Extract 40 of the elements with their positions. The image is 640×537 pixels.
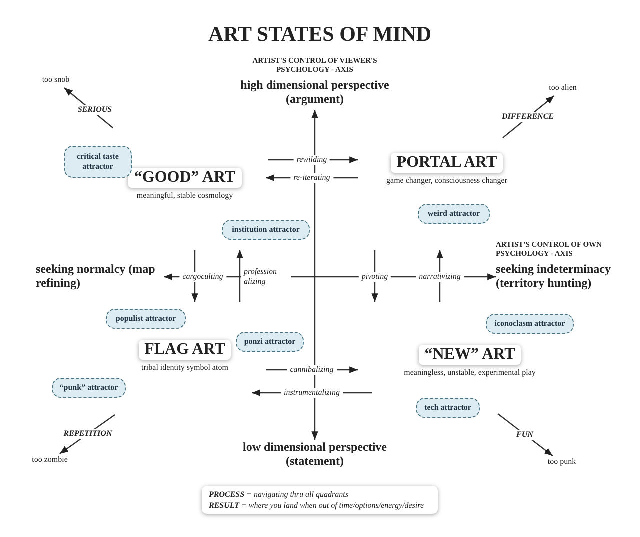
axis-arrow: [312, 110, 318, 440]
attractor-cloud: tech attractor: [416, 398, 480, 418]
edge-label: REPETITION: [60, 429, 116, 439]
quadrant-title: PORTAL ART: [390, 153, 504, 173]
attractor-cloud: weird attractor: [418, 204, 490, 224]
attractor-cloud: populist attractor: [106, 309, 186, 329]
extreme-label: too punk: [540, 456, 584, 470]
quadrant-description: game changer, consciousness changer: [386, 176, 508, 186]
attractor-cloud: “punk” attractor: [52, 378, 126, 398]
note-text: PROCESS = navigating thru all quadrants: [209, 489, 350, 500]
quadrant-description: meaningful, stable cosmology: [136, 191, 234, 201]
process-label: profession alizing: [241, 267, 291, 287]
axis-end-label: seeking normalcy (map refining): [36, 262, 156, 290]
process-label: narrativizing: [416, 272, 464, 282]
edge-label: FUN: [514, 430, 536, 440]
quadrant-title: FLAG ART: [138, 340, 232, 360]
arrow: [498, 414, 554, 456]
extreme-label: too alien: [540, 82, 586, 96]
process-label: pivoting: [358, 272, 392, 282]
quadrant-description: meaningless, unstable, experimental play: [403, 368, 537, 378]
attractor-cloud: iconoclasm attractor: [486, 314, 574, 334]
axis-end-label: low dimensional perspective (statement): [242, 440, 388, 468]
attractor-cloud: institution attractor: [222, 220, 310, 240]
process-label: rewilding: [294, 155, 330, 165]
process-label: cannibalizing: [287, 365, 337, 375]
extreme-label: too snob: [34, 74, 78, 88]
diagram-title: ART STATES OF MIND: [207, 22, 433, 47]
process-label: instrumentalizing: [281, 388, 343, 398]
attractor-cloud: critical taste attractor: [64, 146, 132, 178]
axis-end-label: high dimensional perspective (argument): [240, 78, 390, 106]
process-label: cargoculting: [180, 272, 226, 282]
note-panel: [202, 486, 438, 514]
process-label: re-iterating: [290, 173, 334, 183]
quadrant-description: tribal identity symbol atom: [140, 363, 230, 373]
quadrant-title: “GOOD” ART: [128, 168, 242, 188]
quadrant-title: “NEW” ART: [418, 345, 522, 365]
note-text: RESULT = where you land when out of time/options/energy/desire: [209, 500, 426, 511]
axis-end-label: seeking indeterminacy (territory hunting): [496, 262, 612, 290]
extreme-label: too zombie: [24, 454, 76, 468]
attractor-cloud: ponzi attractor: [236, 332, 304, 352]
